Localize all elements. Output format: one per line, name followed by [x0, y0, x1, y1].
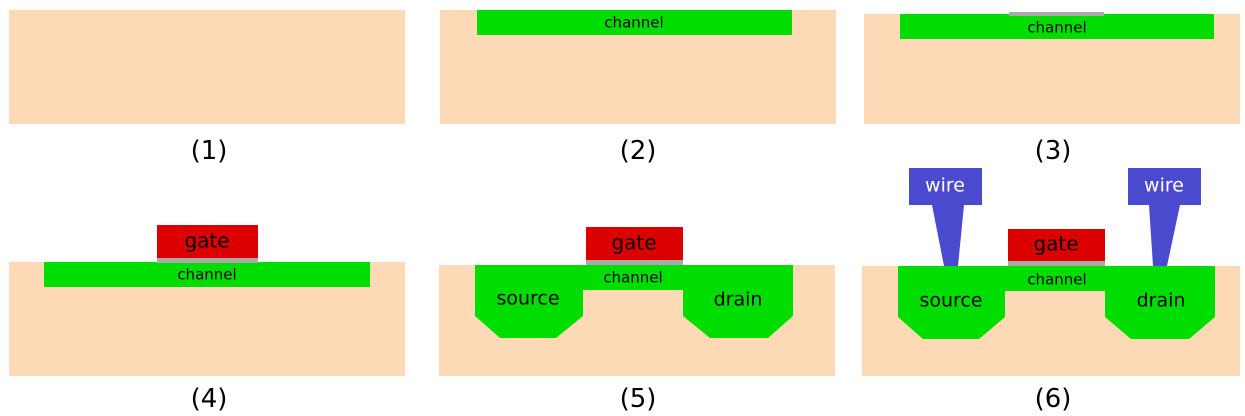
wire-left [909, 168, 982, 266]
channel-layer [1005, 266, 1105, 291]
channel-layer [477, 10, 792, 35]
channel-label: channel [604, 14, 663, 32]
channel-label: channel [177, 266, 236, 284]
channel-label: channel [1027, 19, 1086, 37]
substrate [9, 10, 405, 124]
gate-label: gate [1033, 232, 1078, 256]
drain-region [1105, 266, 1215, 339]
wire-left-label: wire [925, 175, 965, 197]
wire-right [1128, 168, 1201, 266]
channel-label: channel [603, 269, 662, 287]
channel-label: channel [1027, 271, 1086, 289]
panel-1 [9, 10, 405, 124]
panel-6: wire wire gate channel source drain [862, 168, 1240, 376]
step-caption-6: (6) [1034, 384, 1072, 414]
channel-layer [900, 14, 1214, 39]
panel-5: gate channel source drain [439, 227, 835, 376]
gate-label: gate [184, 229, 229, 253]
oxide-layer [1008, 261, 1105, 266]
oxide-layer [1009, 12, 1104, 16]
oxide-layer [157, 258, 258, 263]
step-caption-2: (2) [619, 136, 657, 166]
oxide-layer [586, 260, 683, 265]
channel-layer [44, 262, 370, 287]
panel-4: gate channel [9, 225, 405, 376]
gate-label: gate [611, 231, 656, 255]
step-caption-5: (5) [619, 384, 657, 414]
drain-label: drain [1137, 290, 1186, 312]
wire-right-label: wire [1144, 175, 1184, 197]
channel-layer [583, 265, 683, 290]
drain-region [683, 265, 793, 338]
panel-3: channel [864, 12, 1240, 124]
gate [1008, 229, 1105, 261]
gate [157, 225, 258, 259]
panel-2: channel [440, 10, 836, 124]
step-caption-4: (4) [190, 384, 228, 414]
source-region [898, 266, 1005, 339]
drain-label: drain [714, 289, 763, 311]
step-caption-3: (3) [1034, 136, 1072, 166]
source-label: source [496, 288, 559, 310]
source-region [475, 265, 583, 338]
source-label: source [919, 290, 982, 312]
gate [586, 227, 683, 260]
step-caption-1: (1) [190, 136, 228, 166]
